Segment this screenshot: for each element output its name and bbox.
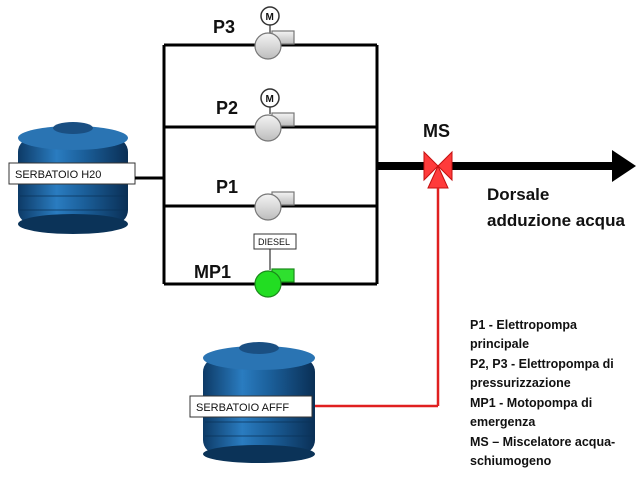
pump-p2: P2 M: [216, 88, 295, 142]
foam-line: [311, 188, 440, 408]
motopump-mp1: MP1 DIESEL: [194, 233, 297, 298]
afff-tank-icon: [203, 342, 315, 463]
water-tank-label-box: SERBATOIO H20: [8, 162, 136, 185]
flow-arrow-icon: [612, 150, 636, 182]
pump-mp1-label: MP1: [194, 262, 231, 282]
centrifugal-pump-icon: [254, 191, 295, 221]
legend-line: schiumogeno: [470, 454, 552, 468]
motor-icon: M: [260, 6, 280, 33]
legend-line: MS – Miscelatore acqua-: [470, 435, 615, 449]
mixer-label: MS: [423, 121, 450, 141]
motor-mark: M: [266, 94, 274, 105]
pump-p3-label: P3: [213, 17, 235, 37]
three-way-valve-icon: [423, 150, 453, 189]
outlet-label-line2: adduzione acqua: [487, 211, 625, 230]
legend-line: emergenza: [470, 415, 536, 429]
diesel-label: DIESEL: [258, 237, 290, 247]
legend: P1 - Elettropompa principale P2, P3 - El…: [470, 318, 615, 468]
legend-line: pressurizzazione: [470, 376, 571, 390]
centrifugal-pump-icon: [254, 112, 295, 142]
centrifugal-pump-icon: [254, 30, 295, 60]
motor-icon: M: [260, 88, 280, 114]
legend-line: P1 - Elettropompa: [470, 318, 578, 332]
pump-p1-label: P1: [216, 177, 238, 197]
afff-tank-label: SERBATOIO AFFF: [196, 402, 289, 414]
diesel-engine-tag: DIESEL: [253, 233, 297, 270]
pump-p3: P3 M: [213, 6, 295, 60]
legend-line: MP1 - Motopompa di: [470, 396, 592, 410]
pump-p2-label: P2: [216, 98, 238, 118]
water-tank-label: SERBATOIO H20: [15, 169, 101, 181]
outlet-label-line1: Dorsale: [487, 185, 549, 204]
motor-mark: M: [266, 12, 274, 23]
afff-tank-label-box: SERBATOIO AFFF: [189, 395, 313, 418]
legend-line: P2, P3 - Elettropompa di: [470, 357, 614, 371]
pump-p1: P1: [216, 177, 295, 221]
legend-line: principale: [470, 337, 529, 351]
centrifugal-pump-icon: [254, 268, 295, 298]
